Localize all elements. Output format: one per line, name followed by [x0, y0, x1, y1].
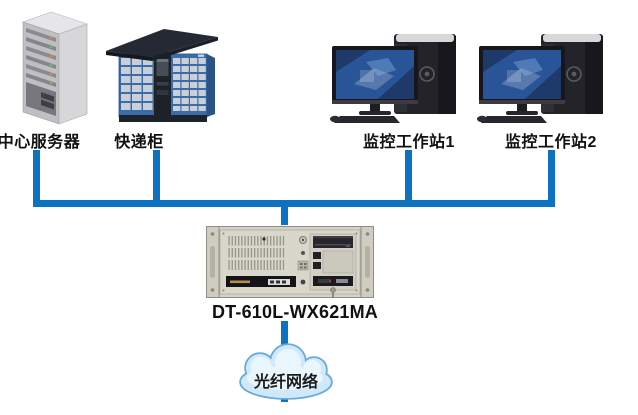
server-drive-bays — [26, 28, 56, 87]
connector-bus — [33, 200, 555, 207]
gateway-model-label: DT-610L-WX621MA — [211, 302, 379, 322]
parcel-locker-icon — [106, 29, 218, 122]
server-tower-icon — [22, 12, 88, 125]
workstation-keyboard — [481, 116, 547, 123]
drive-bays — [309, 233, 357, 298]
front-controls — [297, 236, 309, 285]
workstation-monitor-base — [359, 111, 391, 115]
cloud-label: 光纤网络 — [253, 372, 318, 391]
industrial-pc-icon — [206, 226, 374, 298]
locker-doors-left — [121, 58, 153, 110]
connector-server-drop — [33, 150, 40, 207]
locker-roof — [106, 29, 218, 61]
workstation-monitor — [332, 46, 418, 104]
locker-doors-right — [173, 58, 206, 111]
front-lock — [330, 287, 336, 293]
workstation-icon — [330, 34, 456, 123]
connector-workstation1-drop — [405, 150, 412, 207]
node-label-central-server: 中心服务器 — [0, 134, 81, 151]
workstation-monitor-base — [506, 111, 538, 115]
connector-gateway-drop — [281, 207, 288, 225]
connector-locker-drop — [153, 150, 160, 207]
node-label-parcel-locker: 快递柜 — [114, 134, 164, 151]
workstation-keyboard — [334, 116, 400, 123]
node-label-workstation-2: 监控工作站2 — [505, 134, 597, 151]
brand-strip — [226, 276, 296, 287]
workstation-monitor-stand — [517, 104, 527, 111]
connector-workstation2-drop — [548, 150, 555, 207]
workstation-monitor — [479, 46, 565, 104]
workstation-mouse — [330, 115, 340, 123]
workstation-icon — [477, 34, 603, 123]
workstation-monitor-stand — [370, 104, 380, 111]
vent-grille — [228, 236, 286, 270]
node-label-workstation-1: 监控工作站1 — [363, 134, 455, 151]
cloud-icon: 光纤网络 — [239, 343, 333, 400]
locker-console — [154, 52, 171, 117]
workstation-mouse — [477, 115, 487, 123]
